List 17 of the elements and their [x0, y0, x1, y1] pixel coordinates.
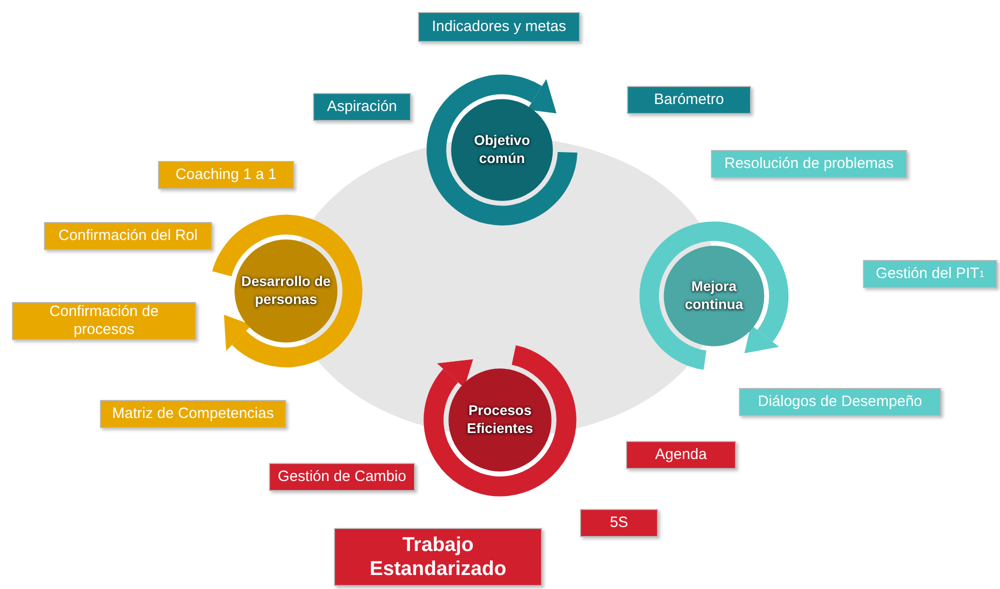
label-tag: Agenda — [626, 441, 736, 469]
label-tag: Confirmación de procesos — [12, 302, 196, 340]
circle-label: Mejora continua — [684, 278, 744, 314]
label-tag: Aspiración — [313, 93, 411, 121]
label-tag: 5S — [580, 509, 658, 537]
label-tag: Coaching 1 a 1 — [158, 161, 294, 189]
label-tag: Matriz de Competencias — [100, 400, 286, 428]
label-tag: Gestión de Cambio — [269, 463, 415, 491]
label-tag: Indicadores y metas — [418, 12, 580, 42]
circle-label: Desarrollo de personas — [240, 273, 332, 308]
label-tag: Trabajo Estandarizado — [334, 528, 542, 586]
label-tag: Confirmación del Rol — [44, 222, 212, 250]
label-tag: Barómetro — [627, 86, 751, 114]
circle-label: Procesos Eficientes — [466, 402, 534, 438]
label-tag: Resolución de problemas — [711, 150, 907, 178]
label-tag: Diálogos de Desempeño — [739, 388, 941, 416]
circle-label: Objetivo común — [472, 132, 531, 168]
